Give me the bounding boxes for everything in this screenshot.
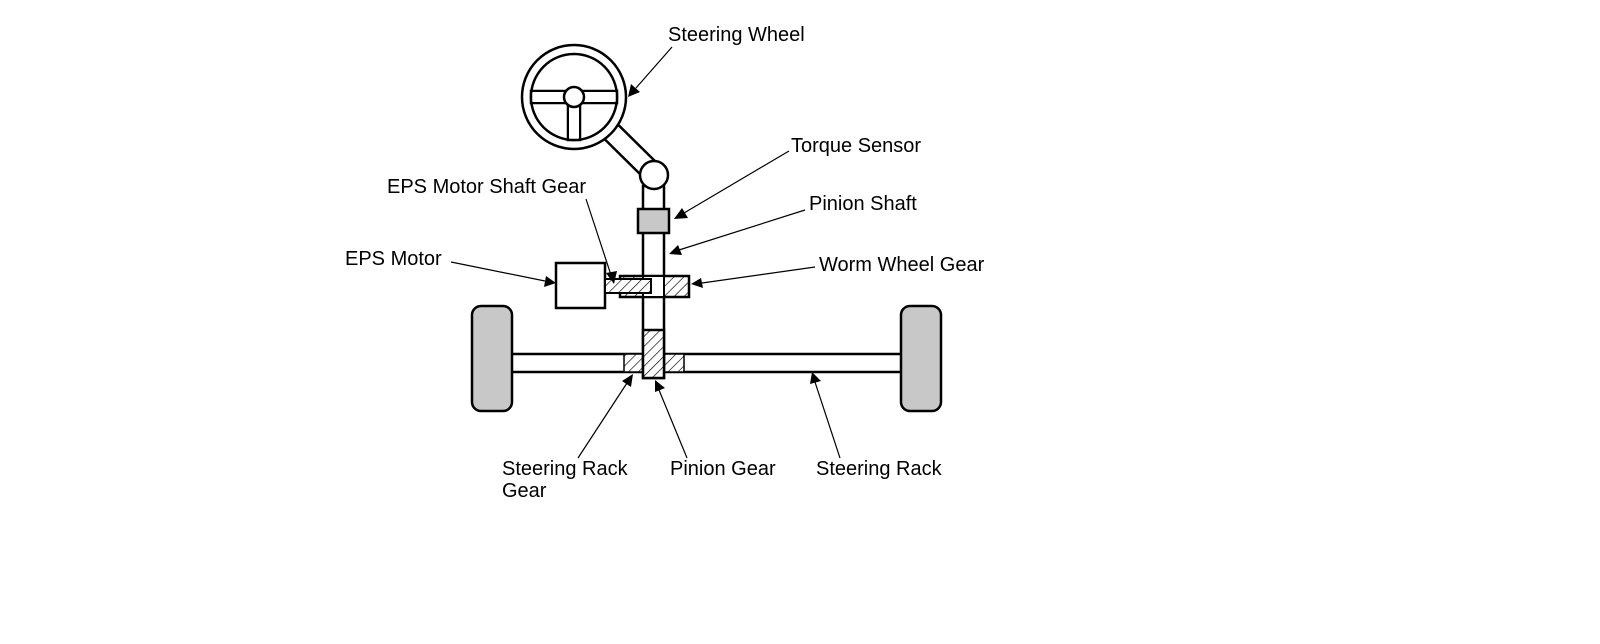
label-eps-motor-shaft-gear: EPS Motor Shaft Gear bbox=[387, 176, 586, 198]
leader-eps-motor-shaft-gear bbox=[585, 198, 617, 284]
leader-steering-rack bbox=[810, 372, 841, 459]
pinion-gear bbox=[641, 328, 666, 380]
label-steering-rack-gear-line1: Steering Rack bbox=[502, 458, 629, 480]
leader-steering-rack-gear bbox=[577, 374, 633, 459]
label-eps-motor: EPS Motor bbox=[345, 248, 442, 270]
label-pinion-gear: Pinion Gear bbox=[670, 458, 776, 480]
label-worm-wheel-gear: Worm Wheel Gear bbox=[819, 254, 985, 276]
steering-rack bbox=[508, 352, 905, 374]
label-pinion-shaft: Pinion Shaft bbox=[809, 193, 917, 215]
leader-torque-sensor bbox=[674, 150, 790, 219]
label-steering-wheel: Steering Wheel bbox=[668, 24, 805, 46]
leader-pinion-gear bbox=[655, 380, 688, 459]
leader-pinion-shaft bbox=[669, 209, 806, 255]
torque-sensor bbox=[636, 207, 671, 235]
leader-eps-motor bbox=[450, 261, 556, 287]
label-steering-rack-gear-line2: Gear bbox=[502, 480, 547, 502]
right-wheel bbox=[899, 304, 943, 413]
label-steering-rack: Steering Rack bbox=[816, 458, 943, 480]
steering-wheel bbox=[520, 43, 628, 151]
left-wheel bbox=[470, 304, 514, 413]
universal-joint bbox=[638, 159, 670, 191]
eps-motor-shaft-gear bbox=[604, 278, 652, 294]
eps-motor bbox=[554, 261, 607, 310]
leader-steering-wheel bbox=[628, 46, 673, 97]
leader-worm-wheel-gear bbox=[691, 266, 816, 288]
label-torque-sensor: Torque Sensor bbox=[791, 135, 921, 157]
